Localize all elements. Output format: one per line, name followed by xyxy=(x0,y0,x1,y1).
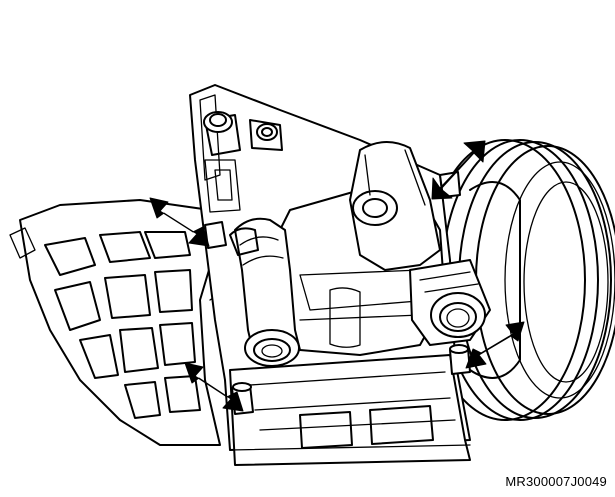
figure-code: MR300007J0049 xyxy=(505,474,607,489)
mounting-bracket xyxy=(9,199,226,446)
arrow-left xyxy=(149,197,210,247)
arrow-top-right xyxy=(431,140,486,200)
arrow-right xyxy=(465,321,525,369)
reservoir-housing xyxy=(349,141,441,271)
suction-inlet-pipe xyxy=(229,217,301,367)
pressure-outlet-fitting xyxy=(409,259,491,346)
lower-base xyxy=(229,354,471,466)
arrow-bottom-left xyxy=(184,362,244,412)
arrow-icon xyxy=(149,140,525,412)
